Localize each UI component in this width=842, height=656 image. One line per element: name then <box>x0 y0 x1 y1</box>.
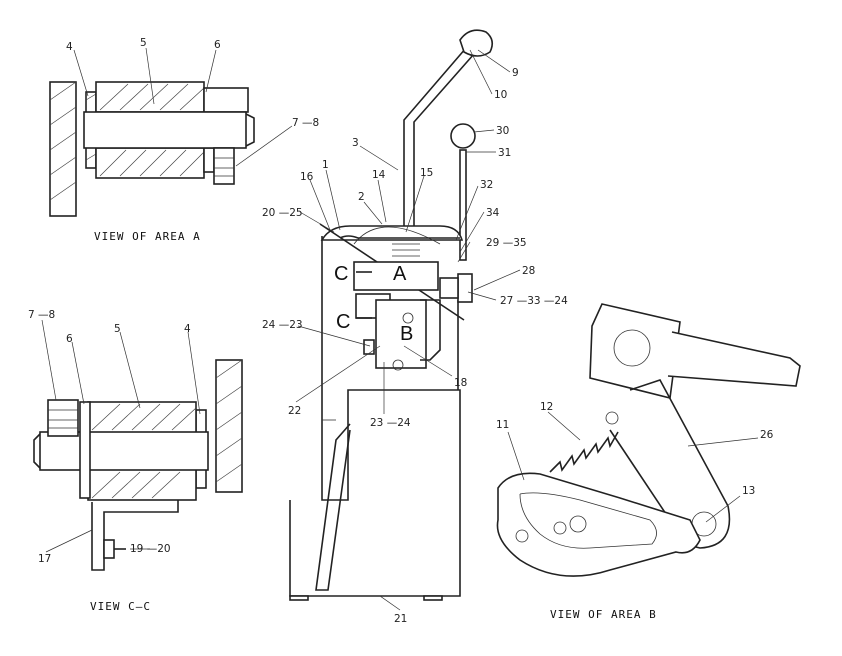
cc-wall <box>215 359 243 493</box>
callout-29-35: 29 —35 <box>486 237 527 249</box>
callout-30: 30 <box>496 125 509 137</box>
callout-10: 10 <box>494 89 507 101</box>
callout-cc-19-20: 19 —20 <box>130 543 171 555</box>
callout-b-12: 12 <box>540 401 553 413</box>
knob-30 <box>450 123 476 149</box>
callout-24-23: 24 —23 <box>262 319 303 331</box>
callout-cc-4: 4 <box>184 323 191 335</box>
callout-27-33-24: 27 —33 —24 <box>500 295 568 307</box>
callout-b-26: 26 <box>760 429 774 441</box>
area-a-wall <box>49 81 77 217</box>
spring-12 <box>549 431 619 473</box>
view-area-a <box>49 81 255 217</box>
callout-32: 32 <box>480 179 493 191</box>
block-b-view <box>589 303 681 399</box>
pin-a <box>83 111 247 149</box>
leader-lines <box>41 47 759 611</box>
plate-inner <box>315 423 351 591</box>
callout-34: 34 <box>486 207 500 219</box>
knob-9 <box>459 29 494 57</box>
section-letter-c-top: C <box>334 263 348 285</box>
callout-a-6: 6 <box>214 39 221 51</box>
callout-1: 1 <box>322 159 329 171</box>
cam-plate-11 <box>496 472 701 577</box>
callout-21: 21 <box>394 613 407 625</box>
housing <box>289 236 461 597</box>
callout-cc-6: 6 <box>66 333 73 345</box>
shaft-b <box>667 331 801 387</box>
section-letter-a: A <box>393 263 407 285</box>
dome-mechanism <box>392 243 420 257</box>
view-area-b <box>496 303 801 577</box>
bracket-17 <box>91 500 179 571</box>
title-view-c-c: VIEW C—C <box>90 600 151 613</box>
callout-9: 9 <box>512 67 519 79</box>
bracket-28 <box>457 273 473 303</box>
section-letter-b: B <box>400 323 413 345</box>
callout-2: 2 <box>358 191 365 203</box>
callout-3: 3 <box>352 137 359 149</box>
main-assembly <box>289 29 494 601</box>
callout-b-11: 11 <box>496 419 509 431</box>
bolt-19-20 <box>103 539 115 559</box>
callout-20-25: 20 —25 <box>262 207 303 219</box>
title-view-area-b: VIEW OF AREA B <box>550 608 657 621</box>
section-letter-c-mid: C <box>336 311 350 333</box>
bolt-7-8-a <box>213 147 235 185</box>
callout-a-5: 5 <box>140 37 147 49</box>
block-a <box>353 261 439 291</box>
callout-a-4: 4 <box>66 41 73 53</box>
plate-6-cc <box>79 401 91 499</box>
top-cover <box>320 225 464 241</box>
callout-cc-5: 5 <box>114 323 121 335</box>
callout-cc-7-8: 7 —8 <box>28 309 55 321</box>
bolt-7-8-cc <box>47 399 79 437</box>
callout-22: 22 <box>288 405 301 417</box>
callout-14: 14 <box>372 169 386 181</box>
title-view-area-a: VIEW OF AREA A <box>94 230 201 243</box>
callout-28: 28 <box>522 265 535 277</box>
lever-3 <box>403 47 467 238</box>
callout-16: 16 <box>300 171 314 183</box>
callout-b-13: 13 <box>742 485 755 497</box>
rod-31 <box>459 149 467 261</box>
callout-18: 18 <box>454 377 467 389</box>
block-b <box>375 299 427 369</box>
callout-a-7-8: 7 —8 <box>292 117 319 129</box>
callout-15: 15 <box>420 167 433 179</box>
pin-cc <box>39 431 209 471</box>
plate-6-a <box>203 87 249 113</box>
callout-23-24: 23 —24 <box>370 417 411 429</box>
callout-cc-17: 17 <box>38 553 51 565</box>
view-c-c <box>33 359 243 571</box>
callout-31: 31 <box>498 147 511 159</box>
